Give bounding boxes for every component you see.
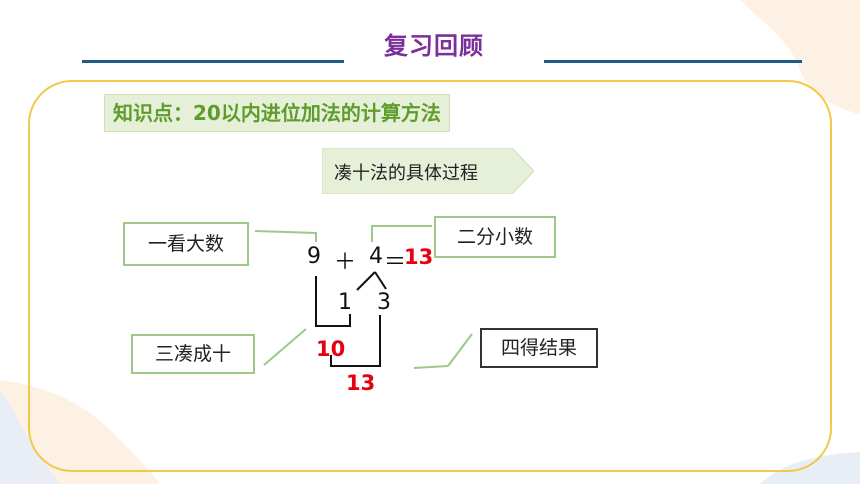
page-title: 复习回顾 [384,32,484,60]
addend-nine: 9 [307,244,321,269]
ten-sum: 10 [316,337,346,361]
knowledge-point-label: 知识点：20以内进位加法的计算方法 [104,94,450,132]
step-look-big-number: 一看大数 [123,222,249,266]
addend-four: 4 [369,244,383,269]
title-rule-left [82,60,344,63]
arrow-shape-icon [322,148,534,194]
split-one: 1 [338,290,352,315]
content-frame [28,80,832,472]
step-split-small-number: 二分小数 [434,216,556,258]
equals-sign: ＝ [384,250,407,275]
method-label: 凑十法的具体过程 [334,163,478,184]
split-three: 3 [377,290,391,315]
step-get-result: 四得结果 [480,328,598,368]
plus-sign: ＋ [334,250,357,275]
step-make-ten: 三凑成十 [131,334,255,374]
title-rule-right [544,60,802,63]
method-arrow-label: 凑十法的具体过程 [322,148,534,194]
final-result: 13 [346,371,376,395]
equation-result: 13 [404,245,434,269]
